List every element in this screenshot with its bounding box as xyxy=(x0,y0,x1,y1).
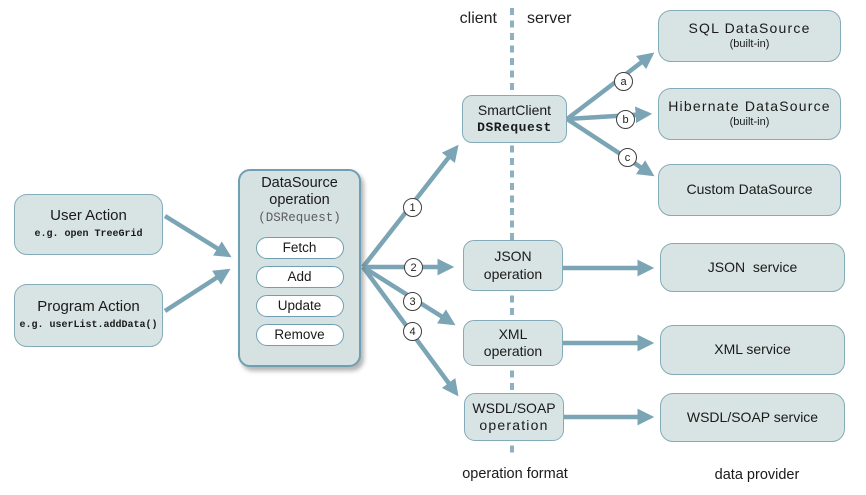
custom-datasource-box: Custom DataSource xyxy=(658,164,841,216)
sql-datasource-box: SQL DataSource (built-in) xyxy=(658,10,841,62)
xml-operation-box: XML operation xyxy=(463,320,563,366)
program-action-box: Program Action e.g. userList.addData() xyxy=(14,284,163,347)
remove-operation-label: Remove xyxy=(274,326,325,342)
datasource-operation-request-class: (DSRequest) xyxy=(258,210,341,225)
user-action-example: e.g. open TreeGrid xyxy=(34,229,143,241)
remove-operation-pill: Remove xyxy=(255,324,344,347)
marker-a: a xyxy=(614,72,633,91)
arrow-b-smartclient-to-hibernate xyxy=(566,106,653,124)
operation-pill-list: Fetch Add Update Remove xyxy=(255,230,344,347)
marker-1: 1 xyxy=(403,198,422,217)
datasource-operation-box: DataSource operation (DSRequest) Fetch A… xyxy=(238,169,361,367)
add-operation-pill: Add xyxy=(255,266,344,289)
hibernate-datasource-title: Hibernate DataSource xyxy=(668,97,831,114)
program-action-example: e.g. userList.addData() xyxy=(19,320,158,332)
wsdl-service-title: WSDL/SOAP service xyxy=(686,408,819,425)
datasource-operation-title-line1: DataSource xyxy=(261,175,338,191)
smartclient-dsrequest-box: SmartClient DSRequest xyxy=(462,95,567,143)
xml-operation-line2: operation xyxy=(483,343,543,359)
arrow-c-smartclient-to-custom xyxy=(565,117,655,177)
json-operation-box: JSON operation xyxy=(463,240,563,291)
marker-2: 2 xyxy=(404,258,423,277)
json-service-box: JSON service xyxy=(660,243,845,292)
user-action-box: User Action e.g. open TreeGrid xyxy=(14,194,163,255)
datasource-operation-title-line2: operation xyxy=(269,192,330,209)
program-action-title: Program Action xyxy=(37,298,140,316)
sql-datasource-title: SQL DataSource xyxy=(688,19,811,36)
marker-b: b xyxy=(616,110,635,129)
arrow-program-action-to-datasource xyxy=(163,268,231,313)
arrow-a-smartclient-to-sql xyxy=(565,52,655,121)
client-label: client xyxy=(459,10,497,27)
user-action-title: User Action xyxy=(50,207,127,225)
marker-c: c xyxy=(618,148,637,167)
arrow-user-action-to-datasource xyxy=(163,214,232,258)
smartclient-request-class: DSRequest xyxy=(477,120,552,136)
add-operation-label: Add xyxy=(287,268,312,284)
smartclient-title: SmartClient xyxy=(477,101,552,118)
xml-operation-line1: XML xyxy=(498,325,528,342)
update-operation-label: Update xyxy=(277,297,322,313)
server-label: server xyxy=(527,10,572,27)
marker-4: 4 xyxy=(403,322,422,341)
fetch-operation-label: Fetch xyxy=(282,239,317,255)
wsdl-service-box: WSDL/SOAP service xyxy=(660,393,845,442)
custom-datasource-title: Custom DataSource xyxy=(686,181,813,198)
operation-format-label: operation format xyxy=(462,466,568,482)
wsdl-operation-line1: WSDL/SOAP xyxy=(472,399,556,416)
xml-service-title: XML service xyxy=(714,341,791,358)
fetch-operation-pill: Fetch xyxy=(255,237,344,260)
marker-3: 3 xyxy=(403,292,422,311)
sql-datasource-note: (built-in) xyxy=(729,38,770,51)
hibernate-datasource-note: (built-in) xyxy=(729,116,770,129)
wsdl-operation-box: WSDL/SOAP operation xyxy=(464,393,564,441)
json-operation-line2: operation xyxy=(483,265,543,282)
hibernate-datasource-box: Hibernate DataSource (built-in) xyxy=(658,88,841,140)
update-operation-pill: Update xyxy=(255,295,344,318)
json-service-title: JSON service xyxy=(707,258,798,275)
wsdl-operation-line2: operation xyxy=(479,417,549,433)
xml-service-box: XML service xyxy=(660,325,845,375)
json-operation-line1: JSON xyxy=(494,248,532,264)
data-provider-label: data provider xyxy=(714,467,800,483)
